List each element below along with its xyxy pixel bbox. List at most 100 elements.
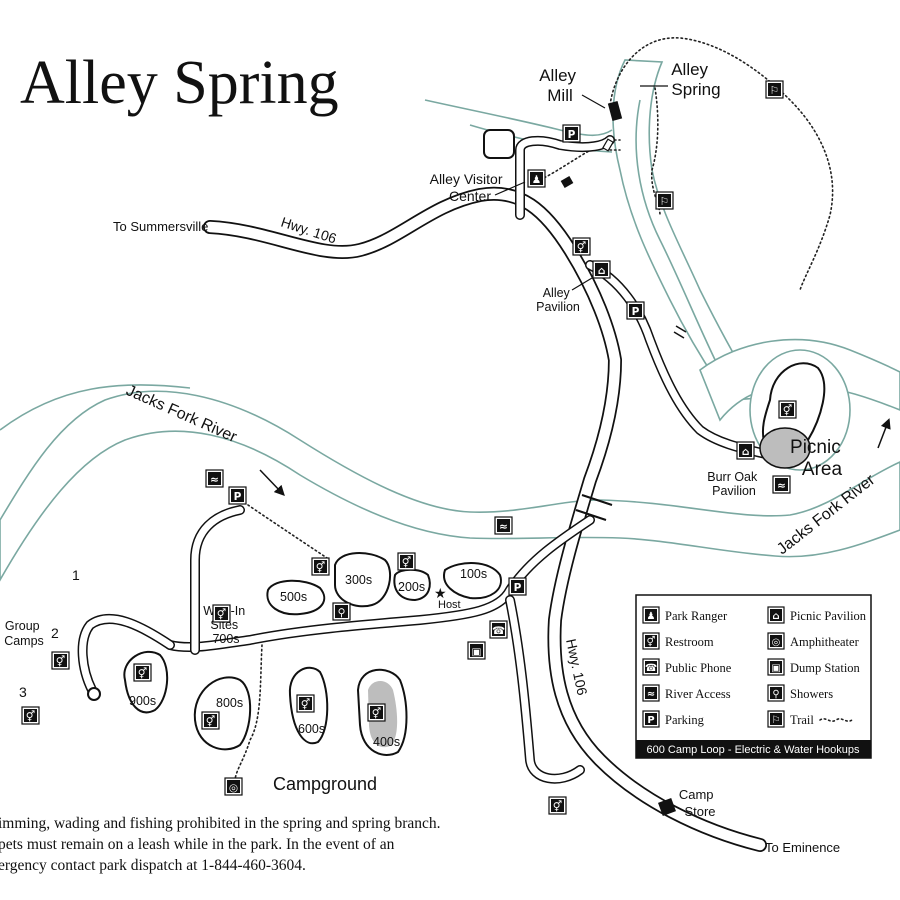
label-loop-800s: 800s xyxy=(216,696,243,710)
svg-text:☎: ☎ xyxy=(492,625,505,637)
showers-icon: ⚲ xyxy=(767,684,785,702)
park-ranger-icon: ♟ xyxy=(642,606,660,624)
loop-100s xyxy=(443,562,502,600)
svg-text:⚥: ⚥ xyxy=(206,715,216,728)
svg-text:⚥: ⚥ xyxy=(138,667,148,680)
svg-text:≈: ≈ xyxy=(499,521,508,533)
svg-text:⚐: ⚐ xyxy=(770,85,779,97)
group-camp-2: 2 xyxy=(51,625,59,641)
dump-station-icon: ▣ xyxy=(767,658,785,676)
svg-text:⚥: ⚥ xyxy=(301,698,311,711)
svg-text:⚲: ⚲ xyxy=(772,689,779,700)
svg-text:≈: ≈ xyxy=(777,480,786,492)
svg-text:⚲: ⚲ xyxy=(338,607,346,619)
park-ranger-icon: ♟ xyxy=(527,169,546,188)
loop-500s xyxy=(266,579,326,616)
legend-label: Trail xyxy=(790,713,814,727)
legend-label: Park Ranger xyxy=(665,609,728,623)
svg-text:⚥: ⚥ xyxy=(217,608,227,621)
group-camp-1: 1 xyxy=(72,567,80,583)
restroom-icon: ⚥ xyxy=(296,694,315,713)
svg-text:≈: ≈ xyxy=(210,474,219,486)
public-phone-icon: ☎ xyxy=(642,658,660,676)
label-alley-mill: Alley Mill xyxy=(539,66,581,105)
showers-icon: ⚲ xyxy=(332,602,351,621)
label-loop-200s: 200s xyxy=(398,580,425,594)
parking-icon: P xyxy=(508,577,527,596)
svg-text:imming, wading and fishing pro: imming, wading and fishing prohibited in… xyxy=(0,815,444,874)
svg-text:⚥: ⚥ xyxy=(647,636,656,648)
amphitheater-icon: ◎ xyxy=(224,777,243,796)
svg-text:▣: ▣ xyxy=(472,646,482,658)
label-alley-pavilion: Alley Pavilion xyxy=(536,286,580,314)
highway-106 xyxy=(203,186,767,852)
svg-text:◎: ◎ xyxy=(229,782,238,794)
dump-station-icon: ▣ xyxy=(467,641,486,660)
svg-text:⚐: ⚐ xyxy=(772,715,781,726)
local-roads xyxy=(77,135,775,784)
river-access-icon: ≈ xyxy=(205,469,224,488)
label-visitor-center: Alley Visitor Center xyxy=(430,171,507,204)
visitor-center-building xyxy=(560,176,574,188)
svg-text:P: P xyxy=(568,129,576,141)
legend-label: Amphitheater xyxy=(790,635,860,649)
restroom-icon: ⚥ xyxy=(572,237,591,256)
host-star-icon: ★ xyxy=(434,586,447,602)
river-access-icon: ≈ xyxy=(772,475,791,494)
buildings xyxy=(483,101,676,816)
visitor-center-lot xyxy=(483,129,515,159)
svg-text:P: P xyxy=(647,715,654,726)
svg-text:≈: ≈ xyxy=(647,689,655,700)
label-group-camps: Group Camps xyxy=(4,619,44,648)
bridges xyxy=(575,138,687,521)
loop-800s xyxy=(193,676,252,751)
river-access-icon: ≈ xyxy=(642,684,660,702)
label-host: Host xyxy=(438,599,461,611)
map-icons: P♟⚐⚐⚥⌂P⚥⌂≈≈P≈⚥⚥P⚲☎▣⚥⚥⚥⚥⚥⚥⚥◎⚥ xyxy=(21,80,797,815)
svg-text:P: P xyxy=(632,306,640,318)
svg-text:⌂: ⌂ xyxy=(742,446,750,458)
jacks-fork-river xyxy=(0,59,900,582)
restroom-icon: ⚥ xyxy=(367,703,386,722)
parking-icon: P xyxy=(562,124,581,143)
svg-text:⚥: ⚥ xyxy=(56,655,66,668)
restroom-icon: ⚥ xyxy=(51,651,70,670)
restroom-icon: ⚥ xyxy=(133,663,152,682)
legend-label: Picnic Pavilion xyxy=(790,609,867,623)
label-loop-300s: 300s xyxy=(345,573,372,587)
label-loop-100s: 100s xyxy=(460,567,487,581)
svg-text:▣: ▣ xyxy=(771,663,780,674)
mill-building xyxy=(607,101,623,121)
restroom-icon: ⚥ xyxy=(778,400,797,419)
legend-footer: 600 Camp Loop - Electric & Water Hookups xyxy=(647,744,860,756)
parking-icon: P xyxy=(228,486,247,505)
svg-text:⚐: ⚐ xyxy=(660,196,669,208)
notice-line-2: pets must remain on a leash while in the… xyxy=(0,836,395,853)
svg-text:♟: ♟ xyxy=(647,611,656,622)
label-to-eminence: To Eminence xyxy=(765,840,840,855)
loop-300s xyxy=(334,552,392,608)
notice-line-1: imming, wading and fishing prohibited in… xyxy=(0,815,441,832)
svg-text:⚥: ⚥ xyxy=(783,404,793,417)
legend-label: Restroom xyxy=(665,635,714,649)
svg-text:⚥: ⚥ xyxy=(372,707,382,720)
label-camp-store: Camp Store xyxy=(679,787,717,819)
svg-text:P: P xyxy=(514,582,522,594)
svg-text:⌂: ⌂ xyxy=(772,611,779,622)
parking-icon: P xyxy=(642,710,660,728)
legend-label: Showers xyxy=(790,687,833,701)
label-picnic-area: Picnic Area xyxy=(790,437,846,480)
public-phone-icon: ☎ xyxy=(489,620,508,639)
map-title: Alley Spring xyxy=(20,49,339,117)
svg-text:☎: ☎ xyxy=(645,663,657,674)
picnic-pavilion-icon: ⌂ xyxy=(767,606,785,624)
camp-store-building xyxy=(658,798,676,816)
label-to-summersville: To Summersville xyxy=(113,219,208,234)
svg-text:⚥: ⚥ xyxy=(402,556,412,569)
restroom-icon: ⚥ xyxy=(548,796,567,815)
notice: imming, wading and fishing prohibited in… xyxy=(0,815,444,874)
restroom-icon: ⚥ xyxy=(201,711,220,730)
notice-line-3: ergency contact park dispatch at 1-844-4… xyxy=(0,857,306,874)
picnic-pavilion-icon: ⌂ xyxy=(736,441,755,460)
